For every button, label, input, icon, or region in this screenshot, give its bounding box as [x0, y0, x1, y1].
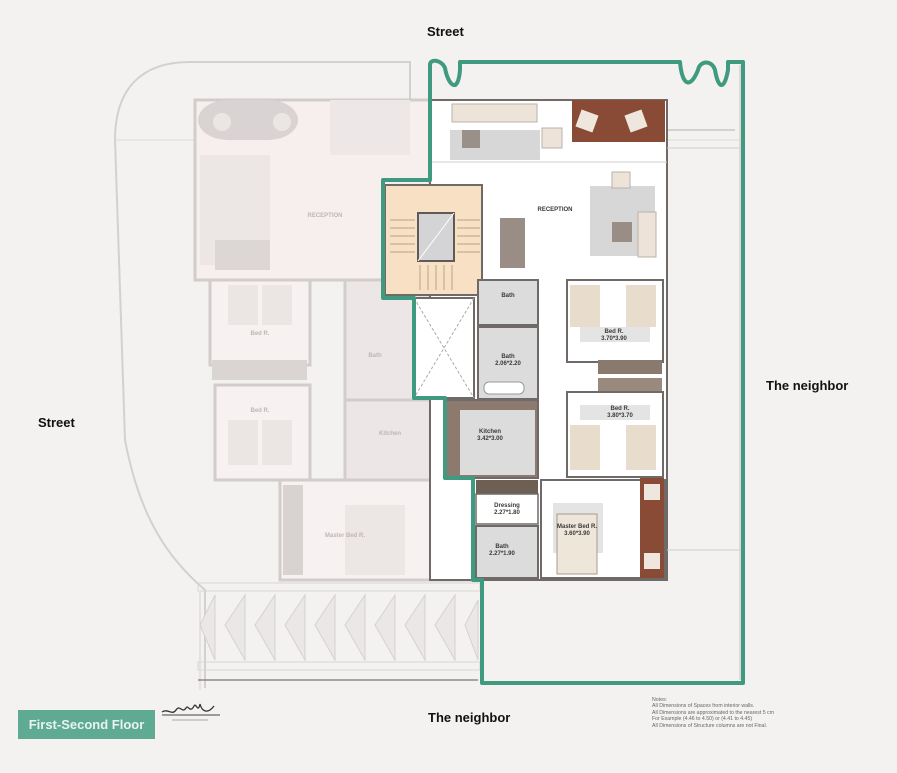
bedroom1-label: Bed R.: [604, 329, 623, 335]
bedroom2-dims: 3.80*3.70: [607, 413, 633, 419]
kitchen-dims: 3.42*3.00: [477, 436, 503, 442]
notes-line: For Example (4.46 to 4.50) or (4.41 to 4…: [652, 716, 753, 723]
faded-bedroom1-label: Bed R.: [250, 331, 269, 337]
faded-reception-label: RECEPTION: [307, 213, 342, 219]
notes-line: All Dimensions are approximated to the n…: [652, 709, 774, 716]
parking-ramp: [199, 593, 479, 662]
notes-line: All Dimensions of Spaces from interior w…: [652, 703, 755, 710]
bath2-dims: 2.06*2.20: [495, 361, 521, 367]
floor-badge: First-Second Floor: [18, 710, 155, 739]
faded-master-bedroom-label: Master Bed R.: [325, 533, 365, 539]
unit-highlight-outline: [381, 58, 745, 685]
faded-bath-label: Bath: [368, 353, 382, 359]
bath2-label: Bath: [501, 354, 515, 360]
dressing-dims: 2.27*1.80: [494, 510, 520, 516]
notes-block: Notes: All Dimensions of Spaces from int…: [652, 697, 774, 729]
notes-title: Notes:: [652, 697, 667, 703]
reception-label: RECEPTION: [537, 207, 572, 213]
neighbor-bottom-label: The neighbor: [428, 710, 511, 725]
master-bedroom-dims: 3.60*3.90: [564, 531, 590, 537]
site-boundary: [113, 61, 735, 688]
faded-kitchen-label: Kitchen: [379, 431, 401, 437]
bedroom1-dims: 3.70*3.90: [601, 336, 627, 342]
bath3-label: Bath: [495, 544, 509, 550]
dressing-label: Dressing: [494, 503, 520, 509]
street-left-label: Street: [38, 415, 75, 430]
bedroom2-label: Bed R.: [610, 406, 629, 412]
neighbor-right-label: The neighbor: [766, 378, 849, 393]
kitchen-label: Kitchen: [479, 429, 501, 435]
notes-line: All Dimensions of Structure columns are …: [652, 722, 768, 729]
faded-bedroom2-label: Bed R.: [250, 408, 269, 414]
master-bedroom-label: Master Bed R.: [557, 524, 597, 530]
street-top-label: Street: [427, 24, 464, 39]
signature-logo: [161, 703, 220, 721]
bath3-dims: 2.27*1.90: [489, 551, 515, 557]
bath1-label: Bath: [501, 293, 515, 299]
